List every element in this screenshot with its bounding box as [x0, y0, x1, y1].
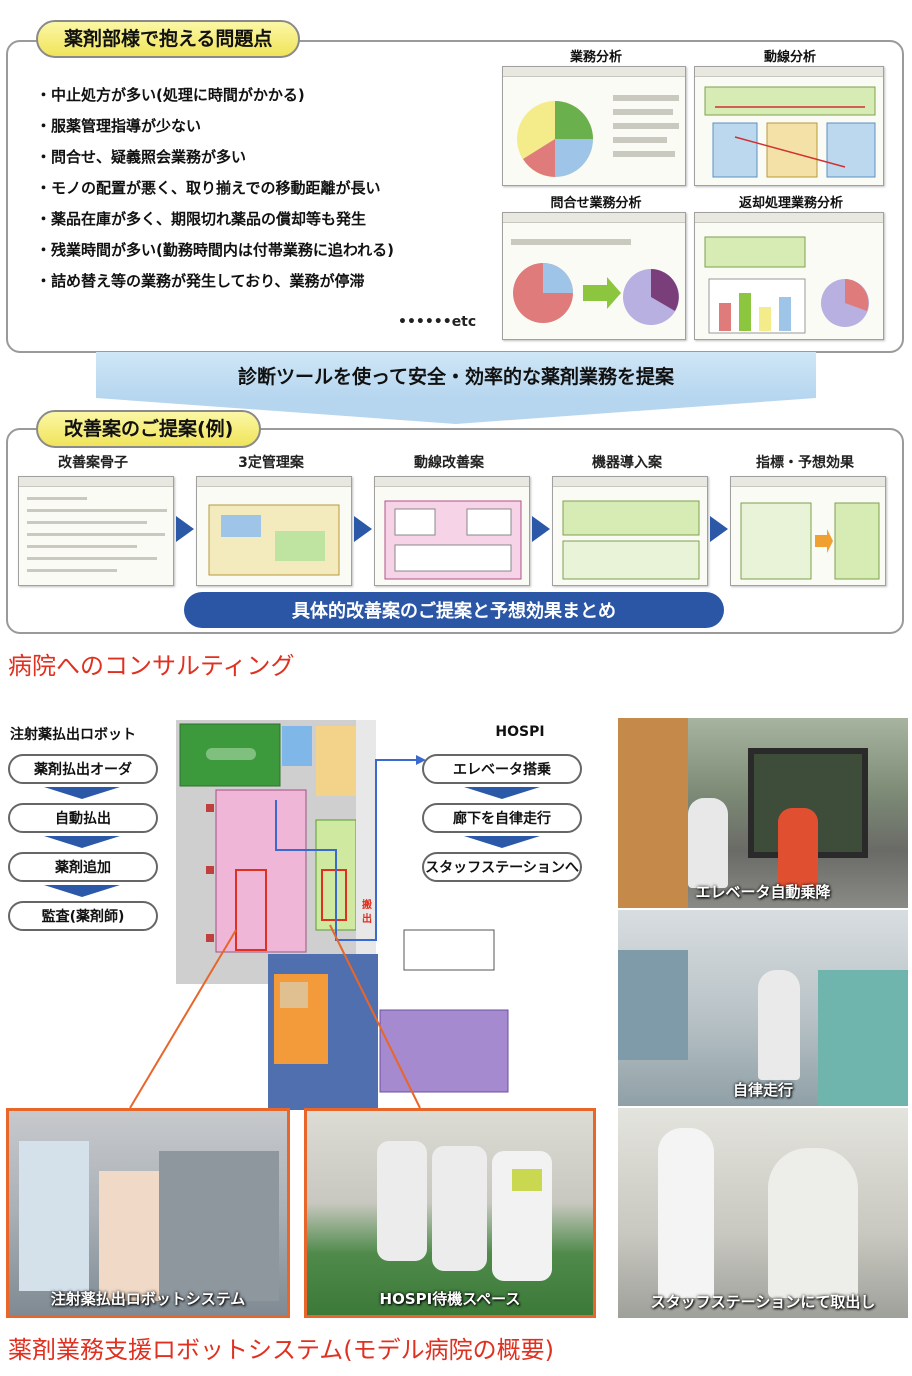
- injection-step: 薬剤払出オーダ: [8, 754, 158, 784]
- pharmacy-floor-plan: 搬 出: [176, 720, 509, 1110]
- caption-consulting: 病院へのコンサルティング: [8, 652, 295, 680]
- analysis-label-return: 返却処理業務分析: [738, 196, 843, 211]
- step-label-3tei: 3定管理案: [238, 455, 304, 471]
- hospi-down-arrow: [464, 836, 540, 848]
- photo-corridor: 自律走行: [618, 910, 908, 1106]
- injection-down-arrow: [44, 885, 120, 897]
- step-label-equipment: 機器導入案: [592, 455, 662, 471]
- photo-station: スタッフステーションにて取出し: [618, 1108, 908, 1318]
- return-chart-thumbnail: [704, 236, 869, 334]
- hospi-step: スタッフステーションへ: [422, 852, 582, 882]
- photo-hospi-standby: HOSPI待機スペース: [304, 1108, 596, 1318]
- caption-injection-robot: 注射薬払出ロボットシステム: [50, 1290, 246, 1308]
- step-label-effect: 指標・予想効果: [756, 455, 854, 471]
- injection-down-arrow: [44, 787, 120, 799]
- step-arrow: [176, 516, 194, 542]
- problems-list: ・中止処方が多い(処理に時間がかかる) ・服薬管理指導が少ない ・問合せ、疑義照…: [36, 80, 506, 297]
- step-arrow: [354, 516, 372, 542]
- proposal-summary: 具体的改善案のご提案と予想効果まとめ: [184, 592, 724, 628]
- step-label-outline: 改善案骨子: [58, 455, 128, 471]
- injection-step: 監査(薬剤師): [8, 901, 158, 931]
- problem-item: ・モノの配置が悪く、取り揃えでの移動距離が長い: [36, 179, 381, 197]
- flow-map-thumbnail: [704, 86, 876, 178]
- problem-item: ・薬品在庫が多く、期限切れ薬品の償却等も発生: [36, 210, 367, 228]
- analysis-label-business: 業務分析: [569, 50, 622, 65]
- pie-chart-thumbnail: [517, 95, 679, 177]
- problems-etc: ••••••etc: [398, 314, 477, 330]
- problem-item: ・残業時間が多い(勤務時間内は付帯業務に追われる): [36, 241, 394, 259]
- hospi-step: 廊下を自律走行: [422, 803, 582, 833]
- problem-item: ・詰め替え等の業務が発生しており、業務が停滞: [36, 272, 365, 290]
- caption-hospi-standby: HOSPI待機スペース: [379, 1290, 521, 1308]
- injection-step: 薬剤追加: [8, 852, 158, 882]
- proposal-doc-equipment: [552, 476, 708, 586]
- proposal-doc-3tei: [196, 476, 352, 586]
- proposal-doc-flow: [374, 476, 530, 586]
- photo-injection-robot: 注射薬払出ロボットシステム: [6, 1108, 290, 1318]
- proposal-title: 改善案のご提案(例): [36, 410, 262, 448]
- analysis-label-inquiry: 問合せ業務分析: [550, 196, 642, 211]
- injection-down-arrow: [44, 836, 120, 848]
- step-label-flow: 動線改善案: [414, 455, 484, 471]
- problem-item: ・中止処方が多い(処理に時間がかかる): [36, 86, 305, 104]
- flow-analysis-thumbnail: [694, 66, 884, 186]
- inquiry-analysis-thumbnail: [502, 212, 686, 340]
- return-analysis-thumbnail: [694, 212, 884, 340]
- step-arrow: [710, 516, 728, 542]
- injection-step: 自動払出: [8, 803, 158, 833]
- caption-robot-system: 薬剤業務支援ロボットシステム(モデル病院の概要): [8, 1336, 555, 1364]
- injection-flow-title: 注射薬払出ロボット: [10, 727, 136, 743]
- hospi-step: エレベータ搭乗: [422, 754, 582, 784]
- step-arrow: [532, 516, 550, 542]
- analysis-label-flow: 動線分析: [763, 50, 816, 65]
- proposal-doc-effect: [730, 476, 886, 586]
- hospi-flow-title: HOSPI: [495, 724, 545, 740]
- inquiry-pie-thumbnail: [511, 239, 679, 325]
- proposal-doc-outline: [18, 476, 174, 586]
- svg-text:搬: 搬: [362, 898, 372, 911]
- problem-item: ・問合せ、疑義照会業務が多い: [36, 148, 247, 166]
- hospi-down-arrow: [464, 787, 540, 799]
- svg-text:出: 出: [362, 912, 372, 925]
- caption-station: スタッフステーションにて取出し: [650, 1293, 876, 1311]
- problems-title: 薬剤部様で抱える問題点: [36, 20, 301, 58]
- diagnosis-banner: 診断ツールを使って安全・効率的な薬剤業務を提案: [96, 352, 816, 398]
- caption-elevator: エレベータ自動乗降: [695, 883, 831, 901]
- photo-elevator: エレベータ自動乗降: [618, 718, 908, 908]
- problem-item: ・服薬管理指導が少ない: [36, 117, 202, 135]
- business-analysis-thumbnail: [502, 66, 686, 186]
- caption-corridor: 自律走行: [732, 1081, 793, 1099]
